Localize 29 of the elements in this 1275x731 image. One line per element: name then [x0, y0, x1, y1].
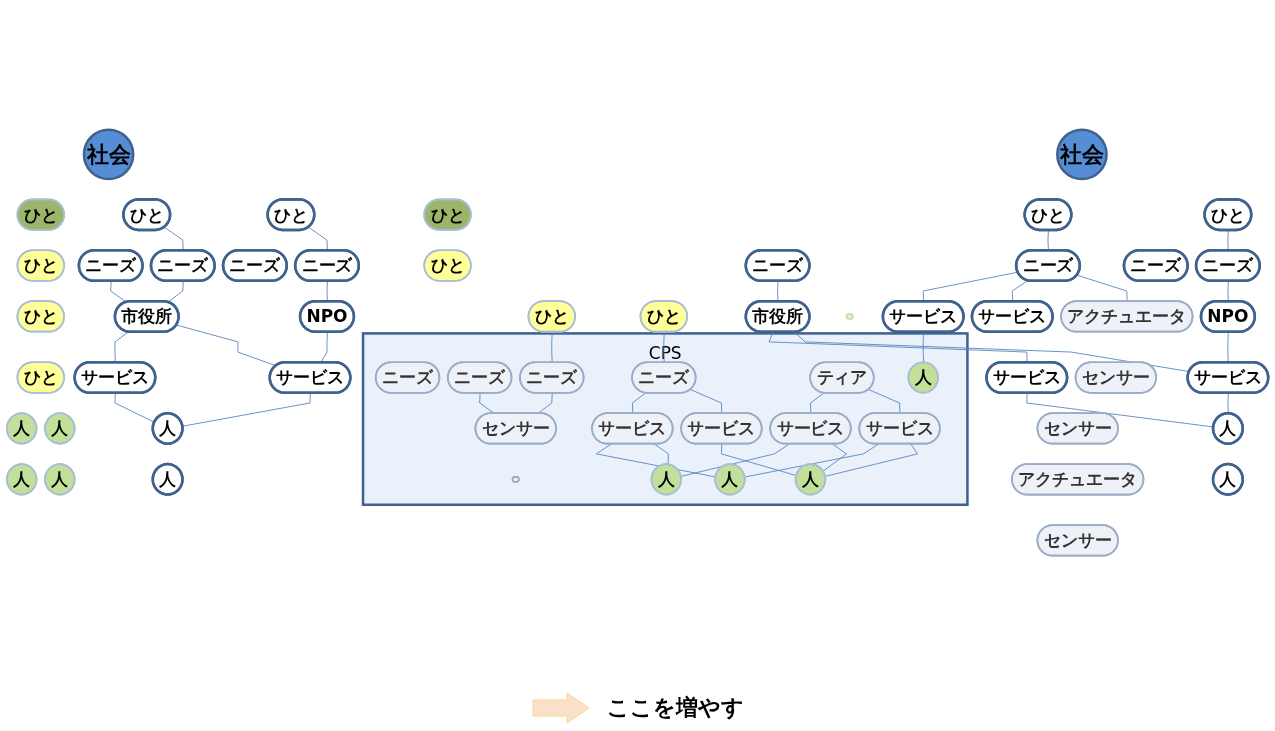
connector — [744, 443, 879, 478]
node-circle: 社会 — [1056, 128, 1108, 181]
connector — [922, 331, 925, 363]
note-text: ここを増やす — [607, 694, 744, 722]
connector — [308, 226, 328, 251]
connector — [320, 331, 328, 363]
connector — [810, 392, 825, 414]
connector — [114, 331, 129, 363]
connector — [110, 280, 127, 303]
connector — [176, 324, 277, 366]
connector — [167, 280, 184, 303]
connector — [824, 443, 918, 477]
connector — [551, 331, 553, 363]
connector — [1227, 229, 1229, 251]
connector — [768, 331, 1028, 363]
connector — [663, 331, 665, 363]
connector — [868, 388, 901, 414]
connector — [631, 392, 646, 414]
connector — [479, 392, 495, 414]
connector — [822, 443, 847, 472]
connector — [182, 392, 311, 427]
connector — [1047, 229, 1049, 251]
connector — [164, 226, 184, 251]
connector — [680, 443, 790, 477]
connector — [1227, 392, 1229, 414]
connector — [1076, 274, 1128, 302]
connector — [690, 388, 723, 414]
node-circle: 社会 — [82, 128, 135, 181]
connector — [1227, 331, 1229, 363]
